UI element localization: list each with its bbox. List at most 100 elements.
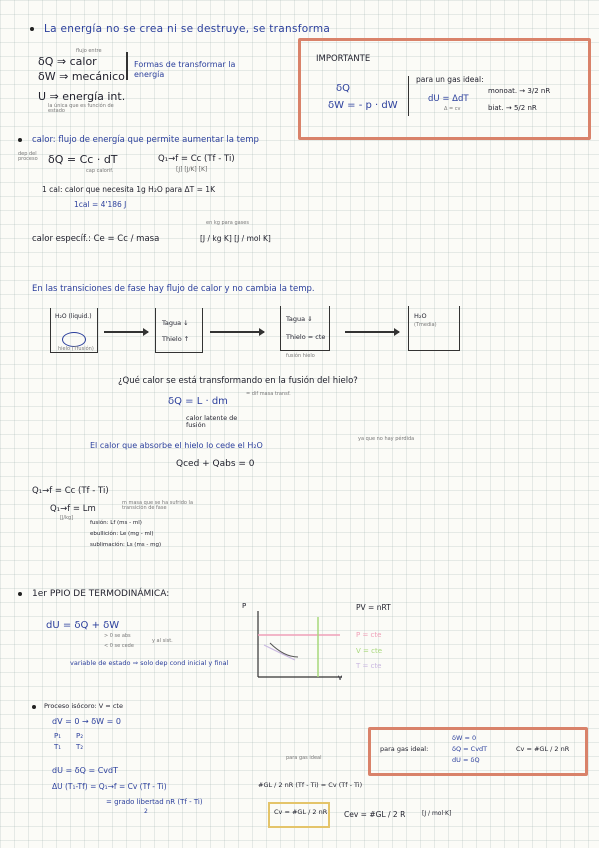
intro-u-note: la única que es función de estado: [48, 103, 114, 114]
importante-dw: δW = - p · dW: [328, 100, 398, 111]
importante-divider: [408, 76, 410, 116]
importante-dq: δQ: [336, 83, 350, 94]
ppio-du-note1: > 0 se abs: [104, 633, 131, 639]
calor-units: [J] [J/K] [K]: [176, 166, 208, 173]
isocoro-l5: = grado libertad nR (Tf - Ti): [106, 798, 203, 806]
beaker-3: [280, 306, 330, 351]
importante-bi: biat. → 5/2 nR: [488, 104, 537, 112]
isocoro-t1: T₁: [54, 743, 62, 751]
isocoro-l3: dU = δQ = CvdT: [52, 766, 118, 775]
legend-p: P = cte: [356, 631, 382, 639]
box-3: dU = δQ: [452, 756, 480, 764]
beaker-2-l1: Tagua ↓: [162, 319, 189, 327]
arrow-1: [104, 328, 149, 335]
calor-especif-note: en kg para gases: [206, 220, 249, 226]
importante-box: [298, 38, 591, 140]
bullet: [18, 138, 22, 142]
pv-equation: PV = nRT: [356, 603, 391, 612]
beaker-3-caption: fusión hielo: [286, 353, 315, 359]
calor-eq2: Q₁→f = Cc (Tf - Ti): [158, 154, 235, 164]
isocoro-t2: T₂: [76, 743, 84, 751]
calor-eq: δQ = Cc · dT: [48, 153, 118, 166]
fase-absorbe: El calor que absorbe el hielo lo cede el…: [90, 441, 263, 450]
bullet: [30, 27, 34, 31]
importante-du-sub: Δ = cv: [444, 106, 461, 112]
ppio-var: variable de estado ⇒ solo dep cond inici…: [70, 659, 229, 667]
beaker-4-l1: H₂O: [414, 312, 427, 320]
box-1: δW = 0: [452, 734, 477, 742]
intro-dq: δQ ⇒ calor: [38, 55, 97, 68]
ppio-du-note3: y al sist.: [152, 638, 173, 644]
importante-title: IMPORTANTE: [316, 54, 371, 64]
beaker-1: [50, 308, 98, 353]
box-lead: para gas ideal:: [380, 745, 429, 753]
legend-t: T = cte: [356, 662, 382, 670]
fase-dql-note: = dif masa transf.: [246, 391, 291, 397]
beaker-4-l2: (Tmedia): [414, 322, 437, 328]
isocoro-ce: Cev = #GL / 2 R: [344, 810, 406, 819]
box-cv: Cv = #GL / 2 nR: [516, 745, 570, 753]
importante-du: dU = ΔdT: [428, 94, 469, 104]
fase-text: En las transiciones de fase hay flujo de…: [32, 284, 315, 294]
latentes-q2: Q₁→f = Lm: [50, 504, 96, 514]
ppio-du-note2: < 0 se cede: [104, 643, 134, 649]
brace: [126, 52, 128, 80]
beaker-3-l2: Thielo = cte: [286, 333, 326, 341]
calor-def: calor: flujo de energía que permite aume…: [32, 135, 259, 145]
beaker-3-l1: Tagua ⇓: [286, 315, 313, 323]
importante-gas-ideal: para un gas ideal:: [416, 75, 484, 84]
beaker-2: [155, 308, 203, 353]
beaker-2-l2: Thielo ↑: [162, 335, 190, 343]
isocoro-p2: P₂: [76, 732, 84, 740]
fase-question: ¿Qué calor se está transformando en la f…: [118, 376, 358, 386]
isocoro-title: Proceso isócoro: V = cte: [44, 702, 123, 710]
intro-formas: Formas de transformar la energía: [134, 60, 236, 80]
box-2: δQ = CvdT: [452, 745, 488, 753]
latentes-q2-units: [J/kg]: [60, 515, 74, 521]
calor-especif-units: [J / kg K] [J / mol K]: [200, 234, 271, 243]
bullet: [32, 705, 36, 709]
latentes-fusion: fusión: Lf (ms - ml): [90, 520, 142, 526]
graph-v-label: V: [338, 675, 343, 682]
ice-cube: [62, 332, 86, 347]
latentes-ebull: ebullición: Le (mg - ml): [90, 531, 154, 537]
calor-cal-def: 1 cal: calor que necesita 1g H₂O para ΔT…: [42, 185, 215, 194]
isocoro-p1: P₁: [54, 732, 62, 740]
isocoro-ce-units: [J / mol·K]: [422, 810, 452, 817]
graph-p-label: P: [242, 602, 247, 610]
bullet: [18, 592, 22, 596]
fase-dql: δQ = L · dm: [168, 396, 228, 407]
intro-dw: δW ⇒ mecánico: [38, 70, 125, 83]
isocoro-l5-den: 2: [144, 808, 148, 815]
calor-eq-sub: cap calorif.: [86, 168, 114, 174]
fase-latente: calor latente de fusión: [186, 414, 238, 429]
ppio-du: dU = δQ + δW: [46, 620, 120, 631]
gas-ideal-box: [368, 727, 588, 776]
beaker-1-ice: hielo (Tfusión): [58, 346, 94, 352]
calor-especif: calor específ.: Ce = Cc / masa: [32, 234, 160, 244]
intro-dq-note: flujo entre: [76, 48, 102, 54]
importante-mono: monoat. → 3/2 nR: [488, 87, 551, 95]
cv-highlight-box: [268, 802, 330, 828]
calor-cal-eq: 1cal = 4'186 J: [74, 200, 127, 209]
isocoro-right1: #GL / 2 nR (Tf - Ti) = Cv (Tf - Ti): [258, 781, 363, 789]
beaker-4: [408, 306, 460, 351]
arrow-3: [345, 328, 400, 335]
fase-absorbe-note: ya que no hay pérdida: [358, 436, 415, 442]
fase-balance: Qced + Qabs = 0: [176, 459, 255, 469]
latentes-q1: Q₁→f = Cc (Tf - Ti): [32, 486, 109, 496]
intro-u: U ⇒ energía int.: [38, 90, 126, 103]
legend-v: V = cte: [356, 647, 383, 655]
intro-title: La energía no se crea ni se destruye, se…: [44, 23, 331, 35]
isocoro-l4: ΔU (T₁-Tf) = Q₁→f = Cv (Tf - Ti): [52, 782, 167, 791]
isocoro-l1: dV = 0 → δW = 0: [52, 717, 121, 726]
pv-graph: [257, 611, 342, 678]
cv-box-text: Cv = #GL / 2 nR: [274, 808, 328, 816]
calor-dep: dep del proceso: [18, 151, 38, 162]
latentes-sublim: sublimación: Ls (ms - mg): [90, 542, 162, 548]
isocoro-right-note: para gas ideal: [286, 755, 322, 761]
ppio-title: 1er PPIO DE TERMODINÁMICA:: [32, 589, 170, 599]
arrow-2: [210, 328, 265, 335]
latentes-q2-note: m masa que se ha sufrido la transición d…: [122, 500, 194, 511]
beaker-1-label: H₂O (liquid.): [55, 313, 92, 320]
